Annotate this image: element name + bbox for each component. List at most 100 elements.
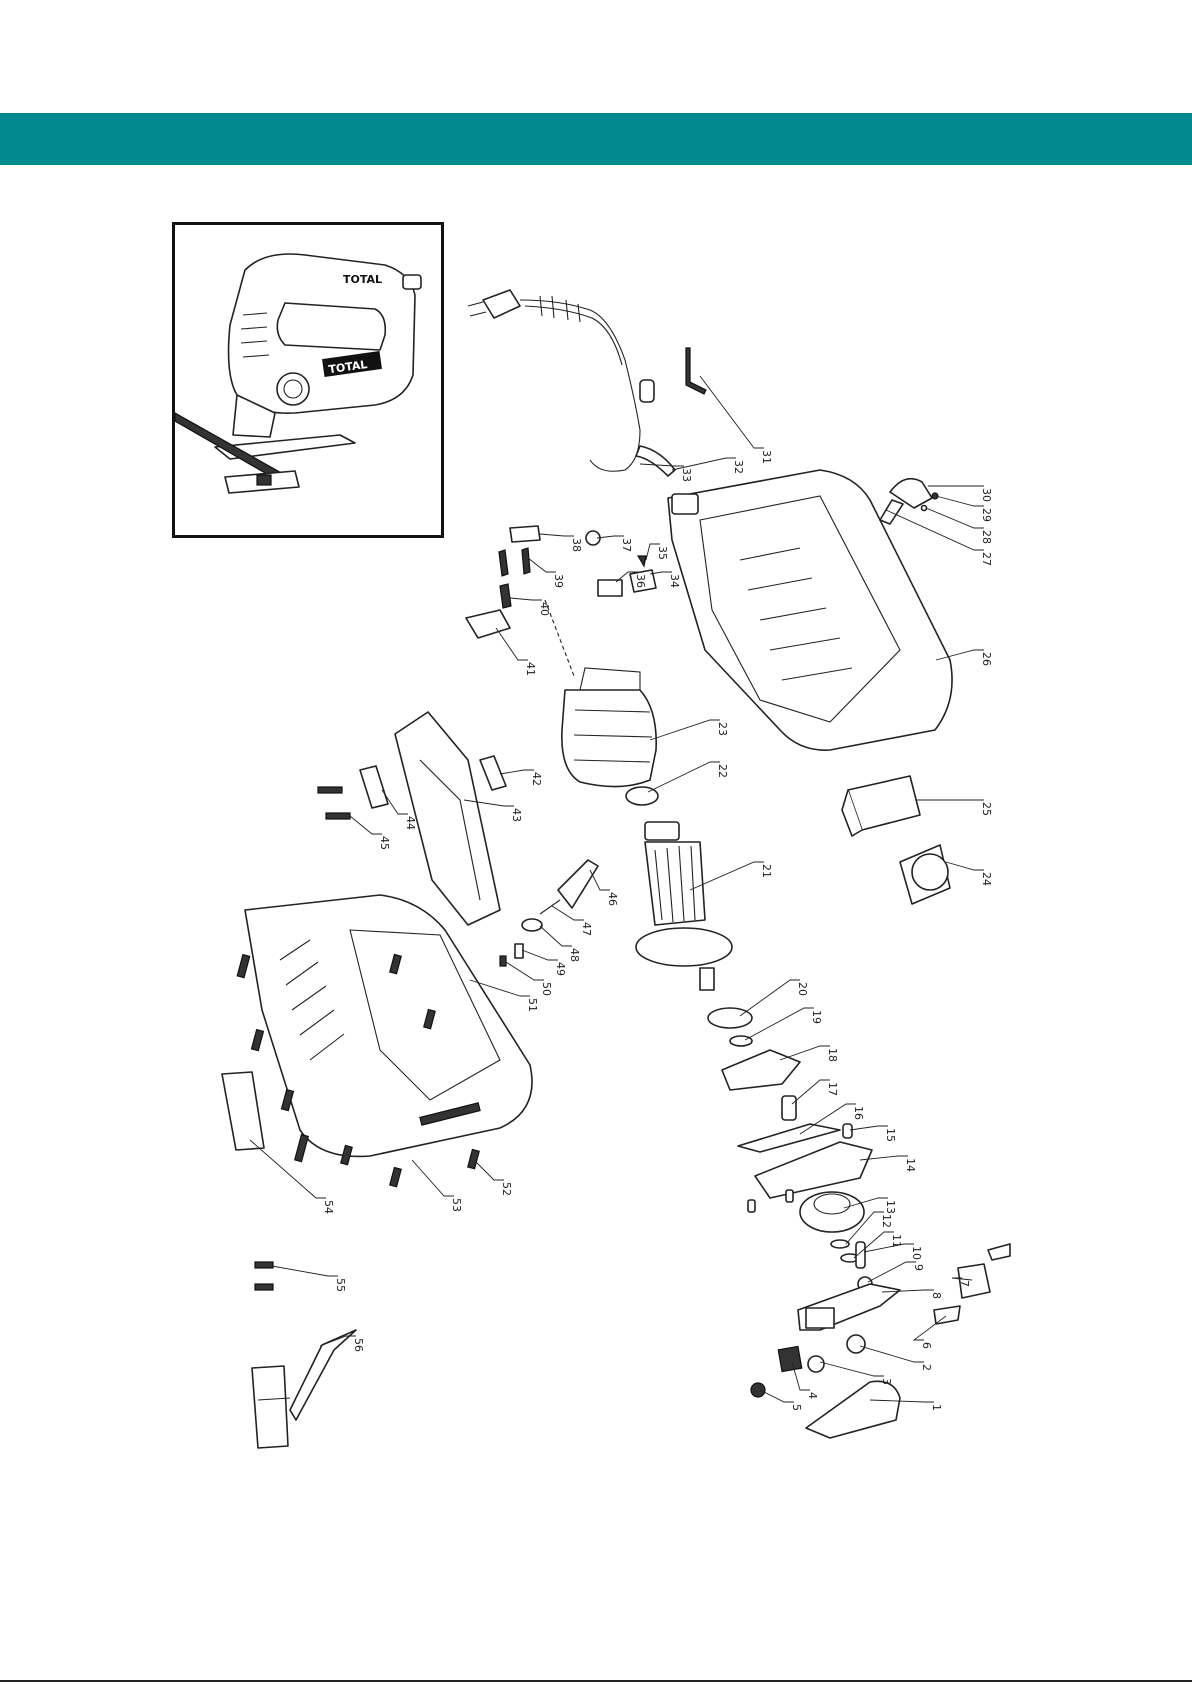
plate-42-part [480, 756, 506, 790]
callout-number: 44 [404, 816, 417, 830]
callout-number: 14 [904, 1158, 917, 1172]
callout-number: 42 [530, 772, 543, 786]
spring-47-part [540, 900, 560, 914]
callout-number: 35 [656, 546, 669, 560]
brush-holder-36-part [598, 580, 622, 596]
callout-number: 50 [540, 982, 553, 996]
label-plate-part [222, 1072, 264, 1150]
callout-number: 7 [958, 1280, 971, 1287]
callout-number: 48 [568, 948, 581, 962]
callout-leader [868, 1262, 916, 1282]
nut-2-part [847, 1335, 865, 1353]
callout-leader [412, 1160, 454, 1196]
pin-49-part [515, 944, 523, 958]
callout-leader [476, 1162, 504, 1180]
callout-number: 3 [880, 1378, 893, 1385]
callout-leader [510, 598, 542, 600]
callout-number: 33 [680, 468, 693, 482]
callout-number: 27 [980, 552, 993, 566]
callout-leader [745, 1008, 814, 1040]
callout-leader [552, 906, 584, 920]
callout-number: 10 [910, 1246, 923, 1260]
callout-leader [597, 536, 624, 538]
callout-number: 21 [760, 864, 773, 878]
power-cord-part [468, 290, 675, 476]
callout-number: 22 [716, 764, 729, 778]
callout-number: 46 [606, 892, 619, 906]
callout-number: 56 [352, 1338, 365, 1352]
callout-leader [496, 628, 528, 660]
callout-leader [864, 1244, 914, 1252]
callout-number: 18 [826, 1048, 839, 1062]
clip-6-part [934, 1306, 960, 1324]
lever-46-part [558, 860, 598, 908]
callout-number: 49 [554, 962, 567, 976]
clip-part [988, 1244, 1010, 1260]
callout-number: 1 [930, 1404, 943, 1411]
pin-part [880, 500, 903, 524]
callout-number: 36 [634, 574, 647, 588]
callout-leader [946, 862, 984, 870]
screw-55a-part [255, 1262, 273, 1268]
callout-leader [740, 980, 800, 1016]
callout-leader [272, 1266, 338, 1276]
callout-number: 24 [980, 872, 993, 886]
callout-number: 30 [980, 488, 993, 502]
callout-leader [648, 762, 720, 792]
switch-part [842, 776, 920, 836]
screw-39b-part [522, 548, 530, 574]
callout-number: 6 [920, 1342, 933, 1349]
nut-5-part [751, 1383, 765, 1397]
callout-leader [650, 720, 720, 740]
callout-leader [886, 510, 984, 550]
callout-leader [700, 376, 764, 448]
pin-a-part [748, 1200, 755, 1212]
brush-35-part [638, 556, 646, 566]
callout-number: 15 [884, 1128, 897, 1142]
large-gear-part [800, 1192, 864, 1232]
callout-number: 52 [500, 1182, 513, 1196]
plate-44-part [360, 766, 388, 808]
callout-number: 8 [930, 1292, 943, 1299]
callout-leader [850, 1126, 888, 1130]
callout-number: 13 [884, 1200, 897, 1214]
callout-number: 4 [806, 1392, 819, 1399]
stator-part [562, 668, 656, 787]
callout-number: 17 [826, 1082, 839, 1096]
callout-number: 40 [538, 602, 551, 616]
callout-number: 38 [570, 538, 583, 552]
callout-number: 53 [450, 1198, 463, 1212]
screw-39a-part [499, 550, 508, 576]
callout-number: 2 [920, 1364, 933, 1371]
callout-number: 12 [880, 1214, 893, 1228]
callout-number: 34 [668, 574, 681, 588]
callout-number: 39 [552, 574, 565, 588]
small-ball-part [922, 506, 927, 511]
screw-45a-part [318, 787, 342, 793]
hex-key-part [686, 348, 706, 394]
screw-45b-part [326, 813, 350, 819]
speed-dial-part [900, 845, 950, 904]
callout-number: 25 [980, 802, 993, 816]
callout-number: 51 [526, 998, 539, 1012]
pin-15-part [843, 1124, 852, 1138]
callout-number: 9 [912, 1264, 925, 1271]
gear-plate-part [722, 1050, 800, 1090]
callout-leader [820, 1362, 884, 1376]
callout-number: 26 [980, 652, 993, 666]
callout-number: 41 [524, 662, 537, 676]
base-plate-part [755, 1142, 872, 1198]
screw-55b-part [255, 1284, 273, 1290]
callout-number: 11 [890, 1234, 903, 1248]
screw-40-part [500, 584, 511, 608]
callout-number: 54 [322, 1200, 335, 1214]
callout-leader [528, 558, 556, 572]
armature-part [636, 822, 732, 990]
capacitor-41-part [466, 610, 510, 638]
callout-number: 31 [760, 450, 773, 464]
callout-leader [936, 496, 984, 506]
pin-b-part [786, 1190, 793, 1202]
callout-leader [792, 1080, 830, 1104]
bottom-rule [0, 1680, 1192, 1682]
